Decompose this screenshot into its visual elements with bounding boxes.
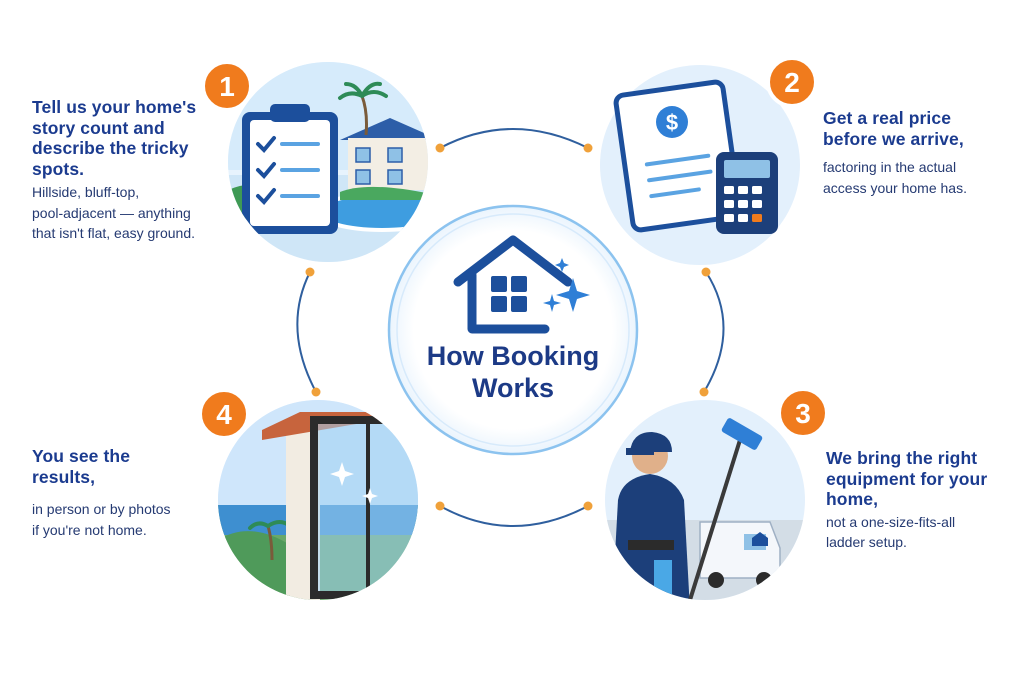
arc-top [439, 128, 589, 149]
step-3-body-line: ladder setup. [826, 534, 907, 550]
document-icon [613, 79, 743, 233]
center-title-line-1: How Booking [426, 341, 600, 371]
step-3-text: We bring the right equipment for your ho… [826, 448, 1016, 553]
step-3-heading-line: We bring the right [826, 448, 978, 468]
step-1-body-line: Hillside, bluff-top, [32, 184, 140, 200]
step-1-heading-line: story count and [32, 117, 165, 138]
step-number-3: 3 [795, 398, 811, 429]
connector-arcs [296, 128, 725, 527]
step-badge-4: 4 [198, 388, 250, 440]
van-icon [699, 521, 781, 588]
step-1-heading-line: describe the tricky [32, 138, 189, 158]
step-1-body-line: pool-adjacent — anything [32, 204, 191, 221]
step-2-heading: Get a real price before we arrive, [823, 108, 1018, 149]
step-4-text: You see the results, in person or by pho… [32, 446, 222, 540]
center-title-line-2: Works [471, 373, 555, 403]
step-number-4: 4 [216, 399, 232, 430]
step-1-body-line: that isn't flat, easy ground. [32, 225, 195, 241]
step-4-heading: You see the results, [32, 446, 222, 487]
dollar-icon: $ [656, 106, 688, 138]
step-2-illustration: $ [600, 65, 800, 265]
step-number-2: 2 [784, 67, 800, 98]
step-1-illustration [228, 62, 428, 262]
step-2-heading-line: Get a real price [823, 108, 952, 128]
palm-tree-icon [338, 81, 388, 136]
step-3-heading: We bring the right equipment for your ho… [826, 448, 1016, 510]
step-2-body: factoring in the actual access your home… [823, 157, 1018, 198]
step-2-text: Get a real price before we arrive, facto… [823, 108, 1018, 198]
step-2-heading-line: before we arrive, [823, 128, 964, 149]
step-4-body-line: in person or by photos [32, 501, 171, 517]
step-number-1: 1 [219, 71, 235, 102]
step-1-heading-line: Tell us your home's [32, 97, 197, 117]
calculator-icon [716, 152, 778, 234]
step-3-heading-line: equipment for your [826, 468, 988, 489]
sparkle-icon [330, 462, 378, 504]
step-3-body-line: not a one-size-fits-all [826, 513, 956, 530]
step-1-body: Hillside, bluff-top, pool-adjacent — any… [32, 182, 247, 244]
step-badge-2: 2 [766, 56, 818, 108]
center-title: How Booking Works [400, 340, 626, 404]
step-4-body: in person or by photos if you're not hom… [32, 499, 222, 540]
step-3-body: not a one-size-fits-all ladder setup. [826, 512, 1016, 553]
arc-right [703, 271, 725, 393]
arc-left [296, 271, 317, 393]
step-4-illustration [218, 400, 418, 600]
step-1-heading: Tell us your home's story count and desc… [32, 97, 247, 179]
step-badge-3: 3 [777, 387, 829, 439]
clipboard-icon [242, 104, 338, 234]
connector-dots [305, 143, 711, 511]
step-2-body-line: factoring in the actual [823, 159, 957, 175]
center-hub [387, 204, 639, 456]
step-3-illustration [605, 400, 805, 600]
window-illustration [310, 416, 418, 599]
step-4-body-line: if you're not home. [32, 521, 147, 538]
svg-text:$: $ [666, 110, 678, 135]
step-2-body-line: access your home has. [823, 179, 967, 196]
brush-pole-icon [688, 418, 763, 600]
step-4-heading-line: You see the [32, 446, 131, 466]
sparkle-icon [543, 258, 590, 312]
step-1-heading-line: spots. [32, 158, 85, 179]
step-badge-1: 1 [201, 60, 253, 112]
step-3-heading-line: home, [826, 489, 879, 509]
step-1-text: Tell us your home's story count and desc… [32, 97, 247, 244]
window-icon [491, 276, 527, 312]
arc-bottom [439, 505, 589, 527]
house-icon [453, 235, 573, 334]
step-4-heading-line: results, [32, 466, 96, 487]
